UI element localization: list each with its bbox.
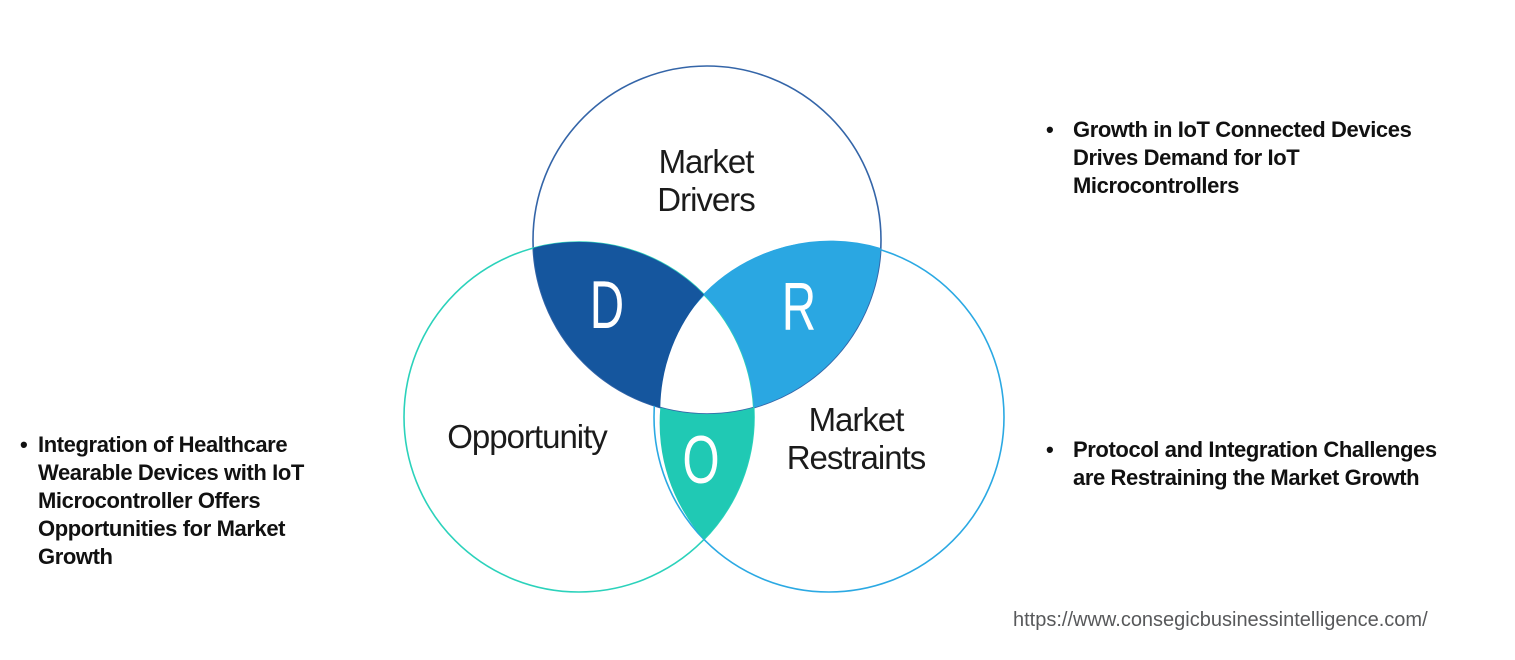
drivers-lens-letter: D: [589, 267, 625, 343]
opportunity-lens-letter: O: [682, 422, 720, 498]
text-line: Microcontroller Offers: [38, 488, 261, 513]
text-line: Restraints: [786, 439, 927, 476]
text-line: Market: [658, 143, 755, 180]
opportunity-label: Opportunity: [447, 418, 608, 456]
drivers-restraints-lens: [704, 240, 881, 408]
source-url: https://www.consegicbusinessintelligence…: [1013, 609, 1428, 631]
bullet-marker: •: [1046, 117, 1054, 142]
text-line: Opportunity: [447, 418, 608, 455]
text-line: Integration of Healthcare: [38, 432, 288, 457]
restraint-bullet-text: Protocol and Integration Challenges are R…: [1073, 436, 1437, 492]
text-line: Wearable Devices with IoT: [38, 460, 304, 485]
drivers-opportunity-lens: [533, 241, 704, 408]
text-line: Microcontrollers: [1073, 173, 1239, 198]
opportunity-restraints-lens: [659, 407, 754, 540]
text-line: Drives Demand for IoT: [1073, 145, 1300, 170]
text-line: Growth: [38, 544, 113, 569]
bullet-marker: •: [1046, 437, 1054, 462]
text-line: are Restraining the Market Growth: [1073, 465, 1420, 490]
bullet-marker: •: [20, 432, 28, 457]
restraint-bullet-item: • Protocol and Integration Challenges are…: [1046, 436, 1437, 492]
text-line: Opportunities for Market: [38, 516, 286, 541]
text-line: Drivers: [657, 181, 755, 218]
text-line: Protocol and Integration Challenges: [1073, 437, 1437, 462]
text-line: Growth in IoT Connected Devices: [1073, 117, 1412, 142]
restraints-lens-letter: R: [781, 269, 817, 345]
text-line: Market: [808, 401, 905, 438]
